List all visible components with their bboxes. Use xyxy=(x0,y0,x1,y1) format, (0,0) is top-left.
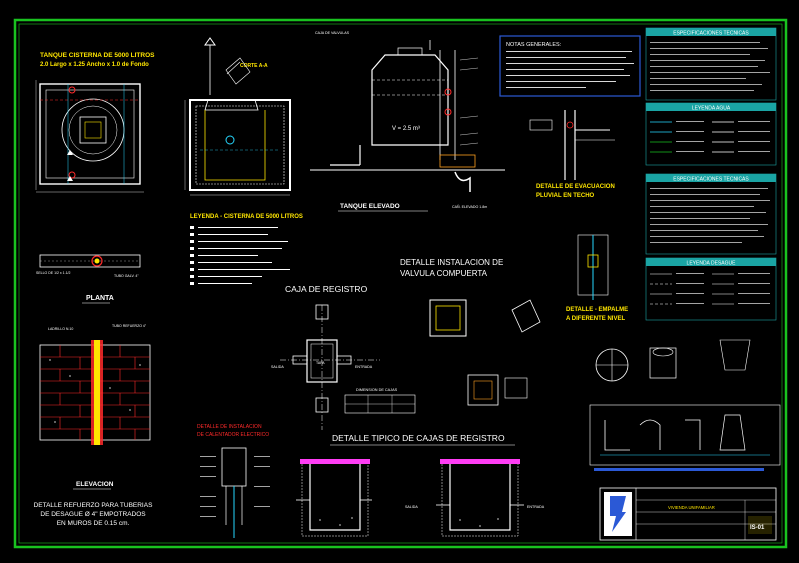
especificaciones-panel: ESPECIFICACIONES TECNICAS LEYENDA AGUA E… xyxy=(645,27,777,321)
leyenda-desague-title: LEYENDA DESAGUE xyxy=(687,261,737,267)
elevacion-detail: LADRILLO N.10 TUBO REFUERZO 4" ELEVACION xyxy=(39,324,151,490)
detalle-evacuacion: DETALLE DE EVACUACION PLUVIAL EN TECHO xyxy=(529,110,615,199)
planta-label-left: SELLO DE 1/2 x 1.1/2 xyxy=(36,271,70,275)
instalacion-line1: DETALLE DE INSTALACION xyxy=(197,424,262,430)
detalle-cajas-entrada: ENTRADA xyxy=(527,505,545,509)
tanque-elevado: CAJA DE VALVULAS V = 2.5 m³ TANQUE ELEVA… xyxy=(310,31,505,212)
cisterna-plan: TANQUE CISTERNA DE 5000 LITROS 2.0 Largo… xyxy=(35,52,155,193)
title-block-project: VIVIENDA UNIFAMILIAR xyxy=(668,505,715,510)
planta-detail: SELLO DE 1/2 x 1.1/2 TUBO GALV. 4" PLANT… xyxy=(36,254,141,304)
detalle-refuerzo-line3: EN MUROS DE 0.15 cm. xyxy=(57,520,130,527)
detalle-empalme: DETALLE - EMPALME A DIFERENTE NIVEL xyxy=(566,234,628,322)
tanque-side-label: CAÑ. ELEVADO 1.8m xyxy=(452,204,487,209)
notas-generales: NOTAS GENERALES: xyxy=(499,35,641,97)
detalle-cajas-title: DETALLE TIPICO DE CAJAS DE REGISTRO xyxy=(332,433,505,443)
espec-title-top: ESPECIFICACIONES TECNICAS xyxy=(673,31,749,37)
leyenda-cisterna-title: LEYENDA - CISTERNA DE 5000 LITROS xyxy=(190,214,303,220)
evacuacion-line2: PLUVIAL EN TECHO xyxy=(536,193,595,199)
caja-dimension: DIMENSION DE CAJAS xyxy=(356,388,398,392)
caja-salida: SALIDA xyxy=(271,365,284,369)
empalme-line1: DETALLE - EMPALME xyxy=(566,307,628,313)
elevacion-tag-right: TUBO REFUERZO 4" xyxy=(112,324,147,328)
tanque-top-label: CAJA DE VALVULAS xyxy=(315,31,350,35)
cisterna-section: CORTE A-A xyxy=(184,37,291,196)
caja-tapa: TAPA xyxy=(316,361,325,365)
title-block-sheet: IS-01 xyxy=(750,525,765,531)
caja-title: CAJA DE REGISTRO xyxy=(285,284,368,294)
detalle-refuerzo-line2: DE DESAGUE Ø 4" EMPOTRADOS xyxy=(40,511,146,518)
detalle-valvula: DETALLE INSTALACION DE VALVULA COMPUERTA xyxy=(400,258,541,406)
espec-title-mid: ESPECIFICACIONES TECNICAS xyxy=(673,177,749,183)
detalle-cajas: DETALLE TIPICO DE CAJAS DE REGISTRO SALI… xyxy=(296,433,545,537)
planta-label-right: TUBO GALV. 4" xyxy=(114,274,139,278)
valvula-line1: DETALLE INSTALACION DE xyxy=(400,258,503,267)
elevacion-tag-top: LADRILLO N.10 xyxy=(48,327,73,331)
empalme-line2: A DIFERENTE NIVEL xyxy=(566,316,625,322)
title-block: VIVIENDA UNIFAMILIAR IS-01 xyxy=(599,487,777,541)
elevacion-title: ELEVACION xyxy=(76,481,114,488)
tanque-title: TANQUE ELEVADO xyxy=(340,203,400,210)
cisterna-title: TANQUE CISTERNA DE 5000 LITROS xyxy=(40,52,155,59)
cisterna-dims: 2.0 Largo x 1.25 Ancho x 1.0 de Fondo xyxy=(40,62,149,68)
detalle-instalacion: DETALLE DE INSTALACION DE CALENTADOR ELE… xyxy=(197,424,270,538)
notas-title: NOTAS GENERALES: xyxy=(506,42,562,48)
detalle-refuerzo-line1: DETALLE REFUERZO PARA TUBERIAS xyxy=(34,502,153,509)
sheet-inner-border xyxy=(18,23,783,544)
tanque-volume: V = 2.5 m³ xyxy=(392,126,420,132)
sheet-border xyxy=(13,18,788,549)
caja-entrada: ENTRADA xyxy=(355,365,373,369)
evacuacion-line1: DETALLE DE EVACUACION xyxy=(536,184,615,190)
leyenda-agua-title: LEYENDA AGUA xyxy=(692,106,731,112)
corte-label: CORTE A-A xyxy=(240,63,268,69)
detalle-cajas-salida: SALIDA xyxy=(405,505,418,509)
planta-title: PLANTA xyxy=(86,295,114,302)
caja-registro: CAJA DE REGISTRO TAPA SALIDA ENTRADA DIM… xyxy=(271,284,416,430)
detalle-refuerzo-caption: DETALLE REFUERZO PARA TUBERIAS DE DESAGU… xyxy=(34,502,153,527)
instalacion-line2: DE CALENTADOR ELECTRICO xyxy=(197,432,269,438)
fixtures-details xyxy=(589,339,781,471)
valvula-line2: VALVULA COMPUERTA xyxy=(400,269,488,278)
leyenda-cisterna: LEYENDA - CISTERNA DE 5000 LITROS xyxy=(190,214,303,285)
